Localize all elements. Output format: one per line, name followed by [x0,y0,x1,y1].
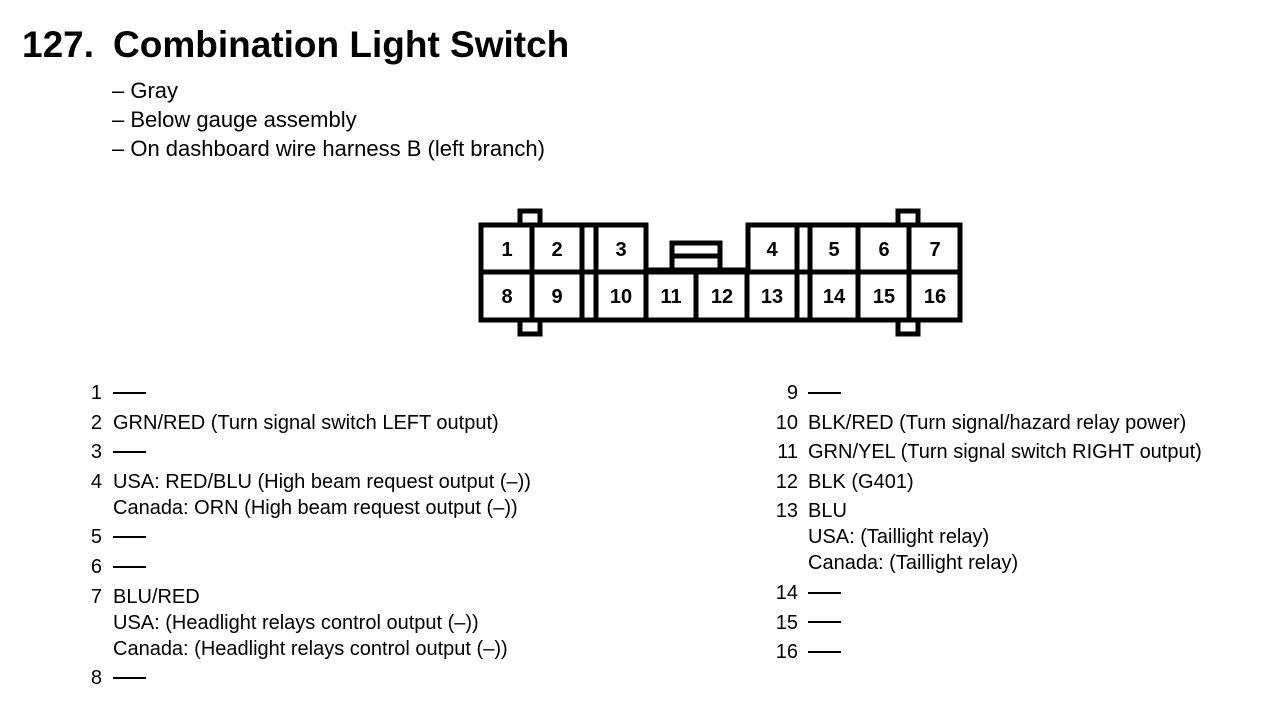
cavity-label-10: 10 [610,286,632,308]
cavity-label-3: 3 [615,239,626,261]
pin-list-right: 9 10 BLK/RED (Turn signal/hazard relay pow… [760,380,1202,669]
pin-description-line: Canada: (Taillight relay) [808,552,1019,575]
pin-description-line: BLK/RED (Turn signal/hazard relay power) [808,411,1187,434]
pin-description: BLK/RED (Turn signal/hazard relay power) [808,410,1202,436]
pin-number: 10 [775,411,798,434]
cavity-label-15: 15 [873,286,895,308]
section-number: 127. [22,24,95,65]
pin-description [113,439,531,465]
cavity-label-1: 1 [501,239,512,261]
cavity-label-5: 5 [828,239,839,261]
pin-entry: 2 GRN/RED (Turn signal switch LEFT output… [68,410,531,436]
description-harness: – On dashboard wire harness B (left bran… [112,136,545,161]
pin-description [113,380,531,406]
unused-pin-dash [808,621,841,624]
pin-entry: 14 [760,580,1202,606]
description-color: – Gray [112,78,179,103]
cavity-label-14: 14 [823,286,846,308]
pin-entry: 7 BLU/RED USA: (Headlight relays control o… [68,584,531,662]
pin-number: 3 [90,441,102,464]
pin-number: 4 [90,470,102,493]
pin-description-line: BLK (G401) [808,470,914,493]
pin-list-left: 1 2 GRN/RED (Turn signal switch LEFT outpu… [68,380,531,695]
pin-description-line: BLU [808,500,847,523]
pin-entry: 16 [760,639,1202,665]
pin-number: 11 [777,441,798,464]
cavity-label-12: 12 [711,286,733,308]
pin-entry: 8 [68,665,531,691]
pin-description: USA: RED/BLU (High beam request output (… [113,469,531,521]
pin-description [113,554,531,580]
description-location: – Below gauge assembly [112,107,357,132]
pin-description-line: USA: (Headlight relays control output (–… [113,611,479,634]
pin-description-line: USA: RED/BLU (High beam request output (… [113,470,531,493]
pin-number: 15 [775,611,798,634]
pin-description [808,610,1202,636]
unused-pin-dash [113,536,146,539]
pin-entry: 6 [68,554,531,580]
pin-description-line: GRN/RED (Turn signal switch LEFT output) [113,411,499,434]
pin-entry: 15 [760,610,1202,636]
pin-number: 2 [90,411,102,434]
connector-description: – Gray – Below gauge assembly – On dashb… [112,76,545,163]
pin-description [113,665,531,691]
pin-entry: 11 GRN/YEL (Turn signal switch RIGHT outp… [760,439,1202,465]
pin-number: 8 [90,667,102,690]
pin-number: 14 [775,581,798,604]
pin-entry: 9 [760,380,1202,406]
pin-description [808,380,1202,406]
pin-description: GRN/YEL (Turn signal switch RIGHT output… [808,439,1202,465]
unused-pin-dash [808,391,841,394]
pin-description: BLK (G401) [808,469,1202,495]
unused-pin-dash [113,450,146,453]
pin-description [808,639,1202,665]
cavity-label-11: 11 [660,286,681,308]
pin-description-line: Canada: ORN (High beam request output (–… [113,496,518,519]
cavity-label-8: 8 [501,286,512,308]
pin-number: 5 [90,526,102,549]
pin-description: BLU USA: (Taillight relay) Canada: (Tailli… [808,498,1202,576]
pin-number: 16 [775,641,798,664]
pin-entry: 1 [68,380,531,406]
pin-number: 12 [775,470,798,493]
unused-pin-dash [113,676,146,679]
pin-entry: 3 [68,439,531,465]
pin-description-line: Canada: (Headlight relays control output… [113,637,508,660]
pin-entry: 4 USA: RED/BLU (High beam request output … [68,469,531,521]
unused-pin-dash [113,565,146,568]
pin-number: 13 [775,500,798,523]
cavity-label-6: 6 [878,239,889,261]
pin-description-line: BLU/RED [113,585,200,608]
cavity-label-16: 16 [924,286,946,308]
pin-description: GRN/RED (Turn signal switch LEFT output) [113,410,531,436]
pin-entry: 10 BLK/RED (Turn signal/hazard relay powe… [760,410,1202,436]
unused-pin-dash [808,591,841,594]
connector-outline-left [478,222,963,323]
cavity-label-2: 2 [551,239,562,261]
pin-description [808,580,1202,606]
cavity-label-13: 13 [761,286,783,308]
cavity-label-9: 9 [551,286,562,308]
pin-number: 1 [90,382,102,404]
pin-description: BLU/RED USA: (Headlight relays control ou… [113,584,531,662]
pin-number: 6 [90,555,102,578]
cavity-label-4: 4 [766,239,778,261]
unused-pin-dash [113,391,146,394]
pin-number: 9 [786,382,798,404]
pin-description [113,524,531,550]
unused-pin-dash [808,650,841,653]
pin-description-line: GRN/YEL (Turn signal switch RIGHT output… [808,441,1202,464]
pin-number: 7 [90,585,102,608]
pin-entry: 12 BLK (G401) [760,469,1202,495]
pin-entry: 5 [68,524,531,550]
pin-entry: 13 BLU USA: (Taillight relay) Canada: (Tail… [760,498,1202,576]
cavity-label-7: 7 [929,239,940,261]
pin-description-line: USA: (Taillight relay) [808,526,990,549]
page-title: Combination Light Switch [113,24,570,65]
